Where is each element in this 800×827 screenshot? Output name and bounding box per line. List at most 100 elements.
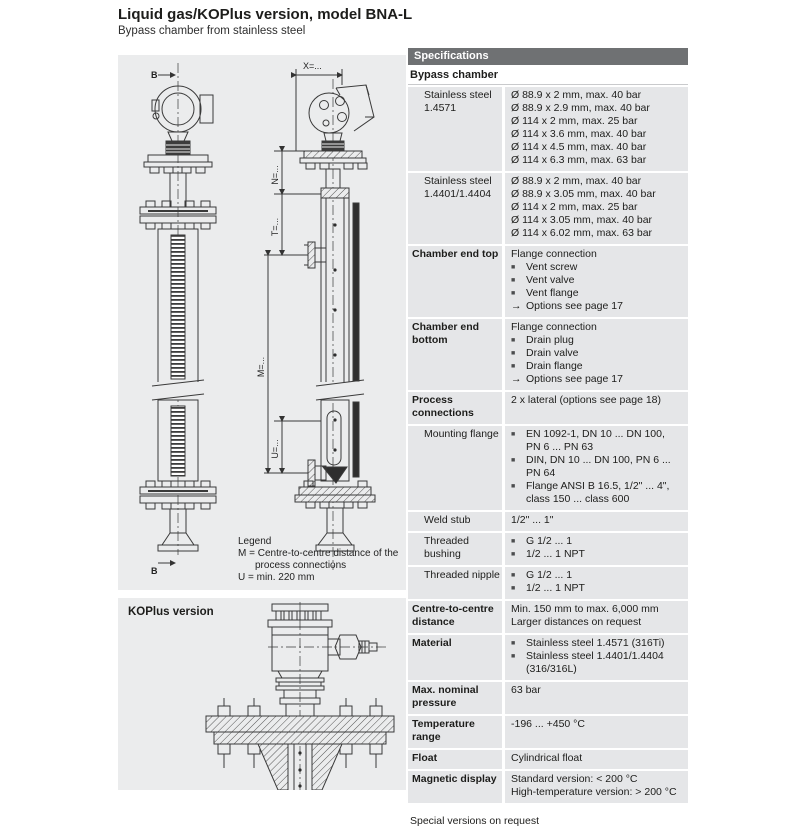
spec-text: Stainless steel 1.4571 (316Ti): [526, 637, 665, 649]
spec-row-value: Flange connection■Vent screw■Vent valve■…: [505, 246, 688, 317]
spec-value-line: ■G 1/2 ... 1: [511, 535, 684, 548]
spec-text: Flange ANSI B 16.5, 1/2" ... 4",: [526, 480, 670, 492]
spec-value-line: ■G 1/2 ... 1: [511, 569, 684, 582]
break-lines: [151, 379, 205, 401]
spec-row-value: ■EN 1092-1, DN 10 ... DN 100,PN 6 ... PN…: [505, 426, 688, 510]
spec-row-label: Threaded nipple: [408, 567, 502, 599]
spec-row-label: Weld stub: [408, 512, 502, 531]
bypass-chamber-tube: [157, 228, 199, 384]
spec-value-line: Ø 114 x 2 mm, max. 25 bar: [511, 115, 684, 128]
spec-text: (316/316L): [526, 663, 577, 675]
spec-text: Min. 150 mm to max. 6,000 mm: [511, 603, 659, 615]
spec-row-value: ■Stainless steel 1.4571 (316Ti)■Stainles…: [505, 635, 688, 680]
spec-text: Ø 114 x 2 mm, max. 25 bar: [511, 115, 638, 127]
spec-row-value: ■G 1/2 ... 1 ■ 1/2 ... 1 NPT: [505, 533, 688, 565]
bullet-icon: ■: [511, 290, 516, 297]
chamber-tube: [320, 197, 360, 384]
spec-row-label: Mounting flange: [408, 426, 502, 510]
spec-value-line: Ø 88.9 x 3.05 mm, max. 40 bar: [511, 188, 684, 201]
spec-text: Ø 114 x 3.6 mm, max. 40 bar: [511, 128, 647, 140]
top-flange: [143, 154, 213, 208]
spec-row-label: Material: [408, 635, 502, 680]
legend-title: Legend: [238, 536, 272, 547]
spec-value-line: class 150 ... class 600: [511, 493, 684, 506]
spec-text: -196 ... +450 °C: [511, 718, 585, 730]
chamber-tube-lower: [320, 399, 360, 484]
spec-value-line: ■ Vent flange: [511, 287, 684, 300]
bullet-icon: ■: [511, 585, 516, 592]
spec-value-line: 63 bar: [511, 684, 684, 697]
specifications-table-header: Specifications: [408, 48, 688, 65]
page-title: Liquid gas/KOPlus version, model BNA-L: [118, 6, 413, 23]
spec-value-line: 1/2" ... 1": [511, 514, 684, 527]
process-connection-bottom: [307, 459, 327, 487]
spec-value-line: Standard version: < 200 °C: [511, 773, 684, 786]
koplus-drawing: [205, 602, 395, 790]
spec-value-line: Ø 114 x 2 mm, max. 25 bar: [511, 201, 684, 214]
spec-text: Ø 114 x 6.3 mm, max. 63 bar: [511, 154, 647, 166]
spec-text: 1/2" ... 1": [511, 514, 554, 526]
spec-row-value: ■G 1/2 ... 1■1/2 ... 1 NPT: [505, 567, 688, 599]
spec-text: Cylindrical float: [511, 752, 583, 764]
bullet-icon: ■: [511, 431, 516, 438]
spec-text: Vent flange: [526, 287, 579, 299]
spec-row-label: Threaded bushing: [408, 533, 502, 565]
spec-text: Flange connection: [511, 321, 597, 333]
spec-row: Material■Stainless steel 1.4571 (316Ti)■…: [408, 635, 688, 680]
chamber-end-top-flange: [139, 200, 217, 230]
spec-row: Weld stub 1/2" ... 1": [408, 512, 688, 531]
spec-row: Centre-to-centre distance Min. 150 mm to …: [408, 601, 688, 633]
left-view: [139, 63, 217, 566]
spec-value-line: Cylindrical float: [511, 752, 684, 765]
spec-text: Ø 114 x 2 mm, max. 25 bar: [511, 201, 638, 213]
page-subtitle: Bypass chamber from stainless steel: [118, 25, 306, 37]
spec-value-line: Ø 88.9 x 2.9 mm, max. 40 bar: [511, 102, 684, 115]
spec-value-line: 2 x lateral (options see page 18): [511, 394, 684, 407]
drawing-legend: Legend M = Centre-to-centre distance of …: [238, 536, 398, 584]
spec-row-value: 1/2" ... 1": [505, 512, 688, 531]
bottom-flange: [294, 480, 376, 552]
spec-row-label: Process connections: [408, 392, 502, 424]
spec-text: DIN, DN 10 ... DN 100, PN 6 ... PN 64: [526, 454, 671, 479]
legend-m-line2: process connections: [255, 560, 347, 571]
spec-text: Standard version: < 200 °C: [511, 773, 638, 785]
spec-text: Options see page 17: [526, 373, 623, 385]
bullet-icon: ■: [511, 483, 516, 490]
spec-text: Ø 88.9 x 2 mm, max. 40 bar: [511, 89, 642, 101]
cable-connector: [327, 634, 378, 660]
spec-row-label: Max. nominal pressure: [408, 682, 502, 714]
spec-row: Max. nominal pressure 63 bar: [408, 682, 688, 714]
dim-m: [264, 250, 308, 474]
bypass-chamber-tube-lower: [157, 399, 199, 482]
spec-row: Temperature range-196 ... +450 °C: [408, 716, 688, 748]
legend-u-line: U = min. 220 mm: [238, 572, 315, 583]
spec-text: Stainless steel 1.4401/1.4404: [526, 650, 664, 662]
spec-text: 1/2 ... 1 NPT: [526, 548, 585, 560]
dim-u: [274, 416, 321, 474]
bullet-icon: ■: [511, 264, 516, 271]
mounting-flange: [205, 698, 395, 768]
spec-text: Vent screw: [526, 261, 578, 273]
spec-text: G 1/2 ... 1: [526, 535, 573, 547]
spec-row: Magnetic display Standard version: < 200 …: [408, 771, 688, 803]
transmitter-head: [151, 85, 214, 142]
spec-row-label: Centre-to-centre distance: [408, 601, 502, 633]
spec-value-line: ■ 1/2 ... 1 NPT: [511, 548, 684, 561]
top-flange: [299, 150, 368, 189]
dim-label-b-top: B: [151, 70, 158, 80]
bypass-chamber-drawing: B B: [139, 61, 376, 576]
spec-text: EN 1092-1, DN 10 ... DN 100,: [526, 428, 665, 440]
spec-text: Ø 114 x 3.05 mm, max. 40 bar: [511, 214, 653, 226]
koplus-panel: KOPlus version: [118, 598, 406, 790]
spec-value-line: →Options see page 17: [511, 300, 684, 313]
spec-text: Ø 114 x 4.5 mm, max. 40 bar: [511, 141, 647, 153]
spec-value-line: ■1/2 ... 1 NPT: [511, 582, 684, 595]
spec-row-label: Magnetic display: [408, 771, 502, 803]
spec-value-line: →Options see page 17: [511, 373, 684, 386]
bullet-icon: ■: [511, 551, 516, 558]
dim-label-u: U=...: [270, 439, 280, 458]
